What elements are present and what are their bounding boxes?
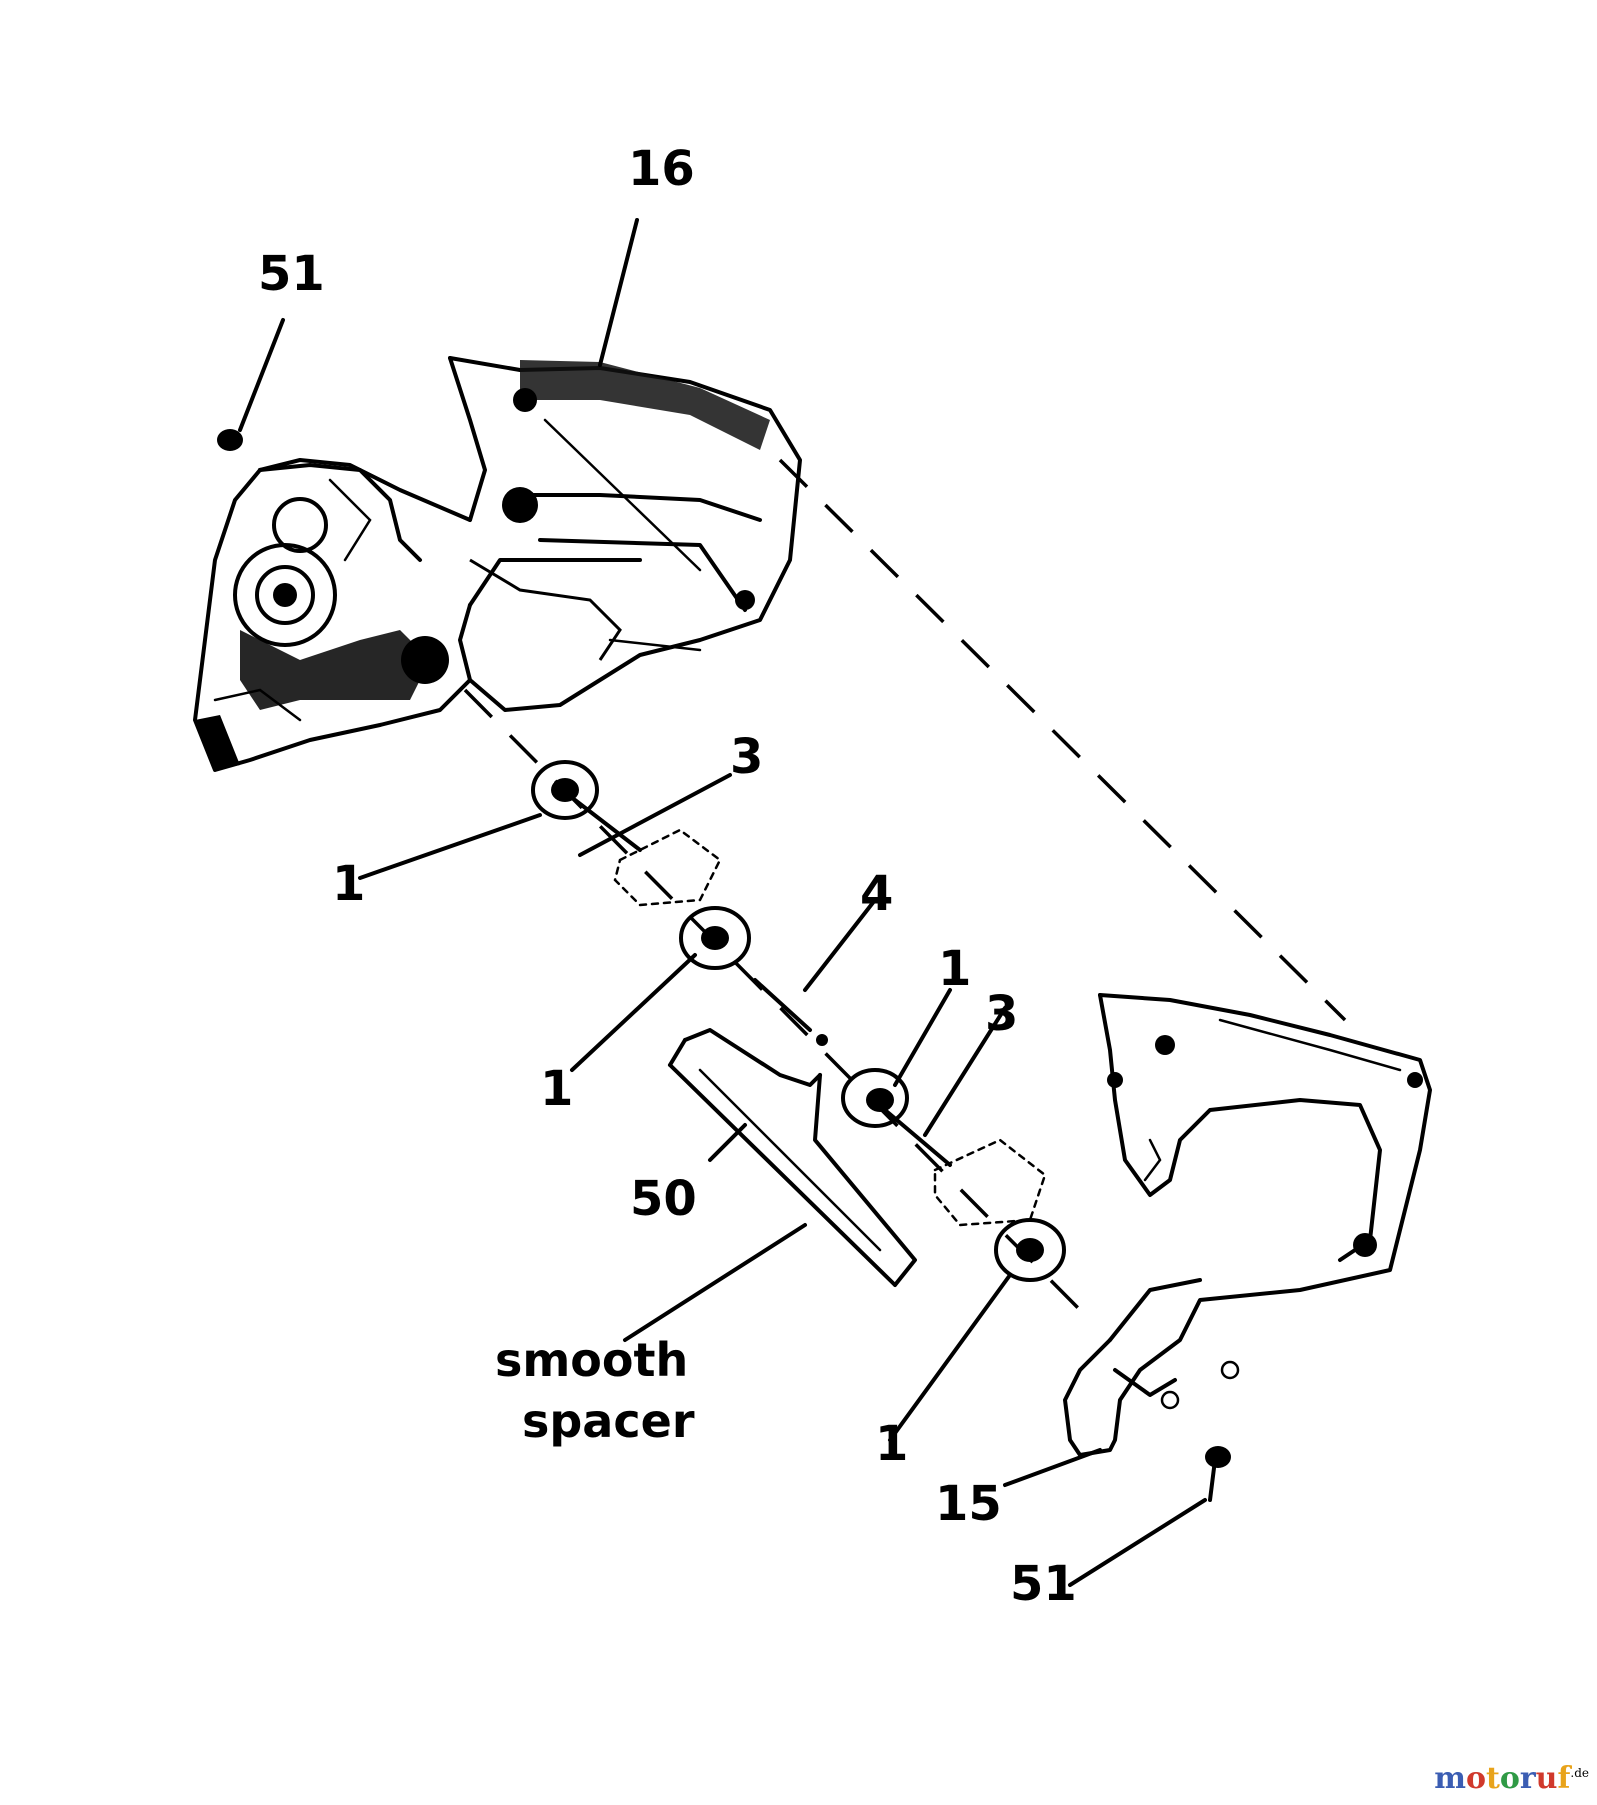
- watermark-letter: m: [1434, 1761, 1466, 1796]
- callout-1-upper-a: 1: [332, 856, 366, 912]
- callout-51-bottom: 51: [1010, 1556, 1077, 1612]
- callout-50: 50: [630, 1171, 697, 1227]
- watermark-letter: u: [1535, 1761, 1558, 1796]
- leader-lines: [238, 218, 1207, 1587]
- watermark-suffix: .de: [1570, 1766, 1589, 1780]
- lower-handle: [1063, 993, 1432, 1457]
- callout-1-upper-b: 1: [540, 1061, 574, 1117]
- callout-3-upper: 3: [730, 729, 764, 785]
- smooth-spacer-label-line2: spacer: [522, 1394, 695, 1448]
- callout-51-top: 51: [258, 246, 325, 302]
- callout-3-lower: 3: [985, 986, 1019, 1042]
- alignment-line-b: [463, 688, 1092, 1322]
- screw-bottom: [1205, 1446, 1231, 1502]
- callout-1-lower-a: 1: [938, 941, 972, 997]
- smooth-spacer-label-line1: smooth: [495, 1333, 689, 1387]
- callout-1-lower-b: 1: [875, 1416, 909, 1472]
- callout-16: 16: [628, 141, 695, 197]
- screw-top: [217, 429, 243, 451]
- watermark-letter: o: [1465, 1761, 1486, 1796]
- alignment-line-a: [778, 458, 1347, 1022]
- watermark-brand: motoruf: [1434, 1761, 1570, 1796]
- watermark-logo: motoruf.de: [1434, 1764, 1589, 1794]
- watermark-letter: t: [1485, 1761, 1500, 1796]
- upper-handle-housing: [258, 356, 802, 712]
- callout-4: 4: [860, 866, 894, 922]
- lower-mount-assembly: [841, 1068, 1066, 1282]
- engine-housing: [193, 463, 472, 772]
- watermark-letter: f: [1557, 1761, 1571, 1796]
- watermark-letter: r: [1519, 1761, 1536, 1796]
- watermark-letter: o: [1499, 1761, 1520, 1796]
- spacer-part: [668, 1028, 917, 1287]
- callout-15: 15: [935, 1476, 1002, 1532]
- pin-part: [753, 978, 812, 1032]
